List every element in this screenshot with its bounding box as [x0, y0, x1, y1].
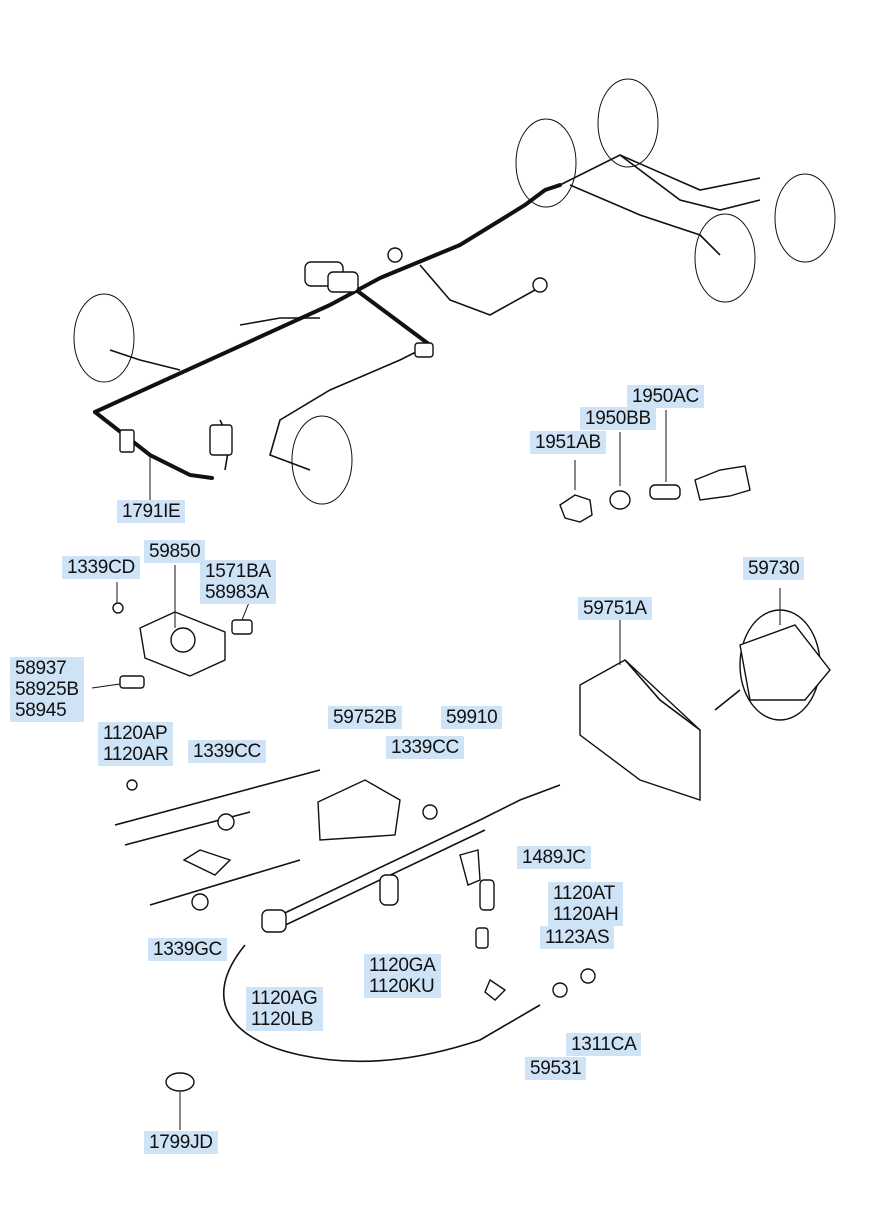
label-1489JC: 1489JC	[517, 846, 591, 869]
cable-assembly	[114, 769, 596, 1130]
label-59531: 59531	[525, 1057, 587, 1080]
booster-bracket	[579, 620, 701, 801]
label-59910: 59910	[441, 706, 503, 729]
label-1339CC-mid: 1339CC	[386, 736, 464, 759]
label-1950AC: 1950AC	[627, 385, 704, 408]
label-1311CA: 1311CA	[566, 1033, 642, 1056]
label-1950BB: 1950BB	[580, 407, 656, 430]
label-59752B: 59752B	[328, 706, 402, 729]
label-1339GC: 1339GC	[148, 938, 227, 961]
label-1339CC-left: 1339CC	[188, 740, 266, 763]
wiring-harness	[73, 78, 836, 505]
label-1123AS: 1123AS	[540, 926, 615, 949]
brake-fittings	[559, 410, 751, 523]
wheel-rear-right	[694, 213, 756, 303]
label-59730: 59730	[743, 557, 805, 580]
vacuum-booster	[714, 588, 831, 721]
label-1799JD: 1799JD	[144, 1131, 218, 1154]
label-59751A: 59751A	[578, 597, 652, 620]
wheel-front-right	[291, 415, 353, 505]
label-1339CD: 1339CD	[62, 556, 140, 579]
label-17911E: 1791IE	[117, 500, 186, 523]
wheel-rear-left	[597, 78, 659, 168]
wheel-front-left	[73, 293, 135, 383]
wheel-rear-far	[774, 173, 836, 263]
label-59850: 59850	[144, 540, 206, 563]
label-1951AB: 1951AB	[530, 431, 606, 454]
wheel-mid-left	[515, 118, 577, 208]
valve-assembly	[91, 565, 253, 689]
